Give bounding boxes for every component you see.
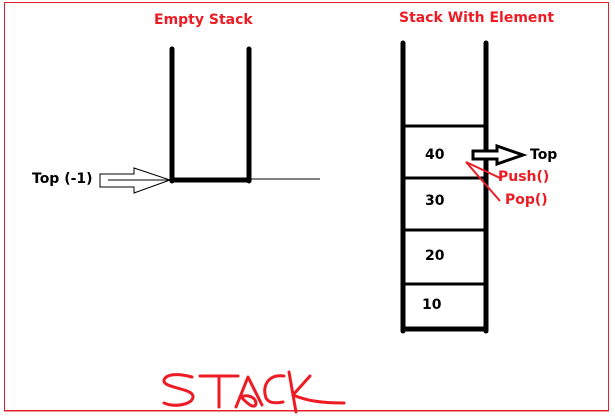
empty-stack-title: Empty Stack (154, 12, 253, 28)
push-operation-label: Push() (498, 169, 550, 185)
filled-stack-container (400, 40, 489, 334)
filled-stack-title: Stack With Element (399, 10, 555, 26)
pop-operation-label: Pop() (505, 192, 548, 208)
stack-element-10: 10 (422, 297, 442, 313)
top-minus-one-arrow-icon (99, 167, 172, 194)
stack-element-40: 40 (425, 147, 445, 163)
empty-top-pointer-label: Top (-1) (32, 171, 93, 187)
top-pointer-arrow-icon (471, 143, 528, 167)
stack-caption-handwriting (162, 370, 346, 414)
stack-element-30: 30 (425, 193, 445, 209)
push-pop-pointer-lines (465, 161, 501, 202)
empty-stack-container (169, 46, 320, 184)
top-pointer-label: Top (530, 147, 558, 163)
stack-element-20: 20 (425, 248, 445, 264)
